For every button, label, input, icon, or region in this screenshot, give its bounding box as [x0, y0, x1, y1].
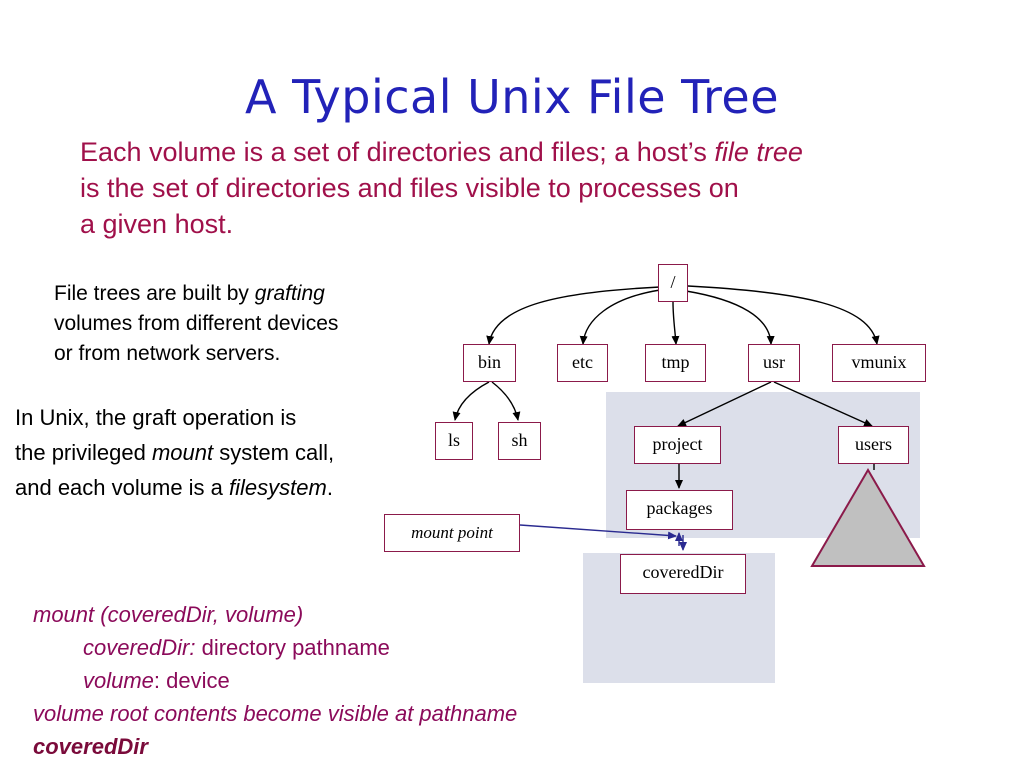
intro-line3: a given host. [80, 209, 234, 239]
mount-paragraph: In Unix, the graft operation is the priv… [15, 400, 334, 505]
edge-root-vmunix [687, 285, 880, 345]
node-root: / [658, 264, 688, 302]
node-tmp: tmp [645, 344, 706, 382]
intro-file-tree-term: file tree [714, 137, 803, 167]
node-packages: packages [626, 490, 733, 530]
mount-line3-pre: and each volume is a [15, 475, 230, 500]
node-project: project [634, 426, 721, 464]
covereddir-param: coveredDir: [83, 635, 196, 660]
users-volume-triangle [810, 468, 926, 567]
mount-point-label: mount point [384, 514, 520, 552]
edge-usr-users [773, 381, 873, 427]
edge-bin-ls [452, 381, 490, 421]
grafting-line1: File trees are built by [54, 282, 255, 305]
node-users: users [838, 426, 909, 464]
intro-line2: is the set of directories and files visi… [80, 173, 739, 203]
volume-param: volume [83, 668, 154, 693]
mount-point-arrow [519, 524, 677, 540]
edge-bin-sh [491, 381, 521, 421]
mount-line3-post: . [326, 475, 333, 500]
grafting-term: grafting [254, 282, 325, 305]
filesystem-term: filesystem [229, 475, 327, 500]
edge-usr-project [677, 381, 772, 427]
intro-text: Each volume is a set of directories and … [80, 134, 1010, 242]
node-bin: bin [463, 344, 516, 382]
mount-line2-post: system call, [213, 440, 335, 465]
slide-title: A Typical Unix File Tree [245, 70, 779, 124]
mount-effect-target: coveredDir [33, 734, 148, 759]
volume-desc: : device [153, 668, 230, 693]
mount-line1: In Unix, the graft operation is [15, 405, 297, 430]
mount-line2-pre: the privileged [15, 440, 152, 465]
grafting-line3: or from network servers. [54, 342, 281, 365]
covereddir-desc: directory pathname [195, 635, 390, 660]
edge-root-usr [685, 290, 775, 345]
edge-root-tmp [671, 301, 680, 345]
edge-root-etc [579, 289, 661, 345]
node-sh: sh [498, 422, 541, 460]
intro-line1: Each volume is a set of directories and … [80, 137, 715, 167]
node-usr: usr [748, 344, 800, 382]
node-vmunix: vmunix [832, 344, 926, 382]
node-ls: ls [435, 422, 473, 460]
mount-term: mount [151, 440, 214, 465]
mount-signature: mount (coveredDir, volume) [33, 602, 304, 627]
edge-root-bin [486, 286, 661, 345]
mount-syntax-block: mount (coveredDir, volume) coveredDir: d… [33, 598, 517, 763]
mount-effect-line: volume root contents become visible at p… [33, 701, 518, 726]
grafting-paragraph: File trees are built by grafting volumes… [54, 279, 338, 369]
node-covereddir: coveredDir [620, 554, 746, 594]
grafting-line2: volumes from different devices [54, 312, 339, 335]
node-etc: etc [557, 344, 608, 382]
